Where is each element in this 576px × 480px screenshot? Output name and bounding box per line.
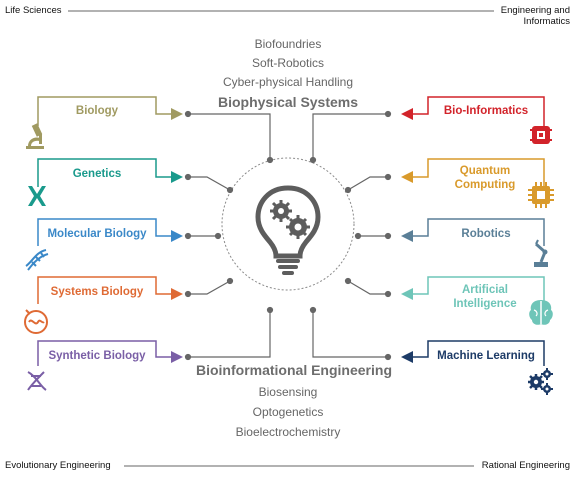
spoke-right-2 xyxy=(347,176,388,191)
dna-icon xyxy=(25,249,49,271)
gears-icon xyxy=(528,368,553,395)
connector-bottom-right xyxy=(312,310,388,358)
topic-soft-robotics: Soft-Robotics xyxy=(251,56,325,70)
label-artificial-intelligence: Artificial Intelligence xyxy=(453,284,517,310)
biochip-icon xyxy=(530,126,552,144)
bracket-quantum-computing xyxy=(401,158,545,187)
title-bioinformational-engineering: Bioinformational Engineering xyxy=(195,362,392,378)
cell-icon xyxy=(24,309,48,334)
label-machine-learning: Machine Learning xyxy=(437,350,535,362)
spoke-left-2 xyxy=(188,176,231,191)
connector-dot xyxy=(384,353,392,361)
robot-arm-icon xyxy=(534,239,548,267)
bracket-systems-biology xyxy=(37,276,183,304)
label-evolutionary-engineering: Evolutionary Engineering xyxy=(5,460,111,471)
label-robotics: Robotics xyxy=(461,228,511,240)
connector-top-left xyxy=(188,113,271,160)
title-biophysical-systems: Biophysical Systems xyxy=(217,94,359,110)
bracket-bio-informatics xyxy=(401,96,545,126)
label-biology: Biology xyxy=(75,105,119,117)
bracket-synthetic-biology xyxy=(37,340,183,366)
connector-dot xyxy=(184,110,192,118)
brain-icon xyxy=(529,300,553,325)
lightbulb-gears-icon xyxy=(255,185,321,275)
chromosome-icon xyxy=(28,186,46,206)
bracket-robotics xyxy=(401,218,545,246)
label-quantum-computing: Quantum Computing xyxy=(454,165,516,191)
connector-dot xyxy=(184,353,192,361)
topic-optogenetics: Optogenetics xyxy=(252,405,324,419)
topic-biosensing: Biosensing xyxy=(258,385,318,399)
spoke-left-4 xyxy=(188,280,231,295)
synthetic-dna-icon xyxy=(27,371,47,391)
topic-biofoundries: Biofoundries xyxy=(254,37,322,51)
label-genetics: Genetics xyxy=(72,168,122,180)
topic-bioelectrochemistry: Bioelectrochemistry xyxy=(235,425,341,439)
label-life-sciences: Life Sciences xyxy=(5,5,62,16)
label-synthetic-biology: Synthetic Biology xyxy=(48,350,146,362)
connector-dot xyxy=(309,156,317,164)
label-bio-informatics: Bio-Informatics xyxy=(443,105,529,117)
bracket-machine-learning xyxy=(401,340,545,366)
processor-icon xyxy=(528,182,554,208)
spoke-right-4 xyxy=(347,280,388,295)
center-circle xyxy=(221,157,355,291)
connector-dot xyxy=(266,306,274,314)
connector-bottom-left xyxy=(188,310,271,358)
label-engineering-informatics: Engineering and Informatics xyxy=(500,5,570,27)
bracket-biology xyxy=(37,96,183,126)
connector-top-right xyxy=(312,113,388,160)
label-rational-engineering: Rational Engineering xyxy=(481,460,570,471)
label-systems-biology: Systems Biology xyxy=(50,286,144,298)
label-molecular-biology: Molecular Biology xyxy=(47,228,147,240)
connector-dot xyxy=(266,156,274,164)
connector-dot xyxy=(384,110,392,118)
topic-cyber-physical-handling: Cyber-physical Handling xyxy=(222,75,354,89)
bracket-molecular-biology xyxy=(37,218,183,246)
bracket-genetics xyxy=(37,158,183,187)
connector-dot xyxy=(309,306,317,314)
microscope-icon xyxy=(26,123,44,149)
bracket-artificial-intelligence xyxy=(401,276,545,304)
